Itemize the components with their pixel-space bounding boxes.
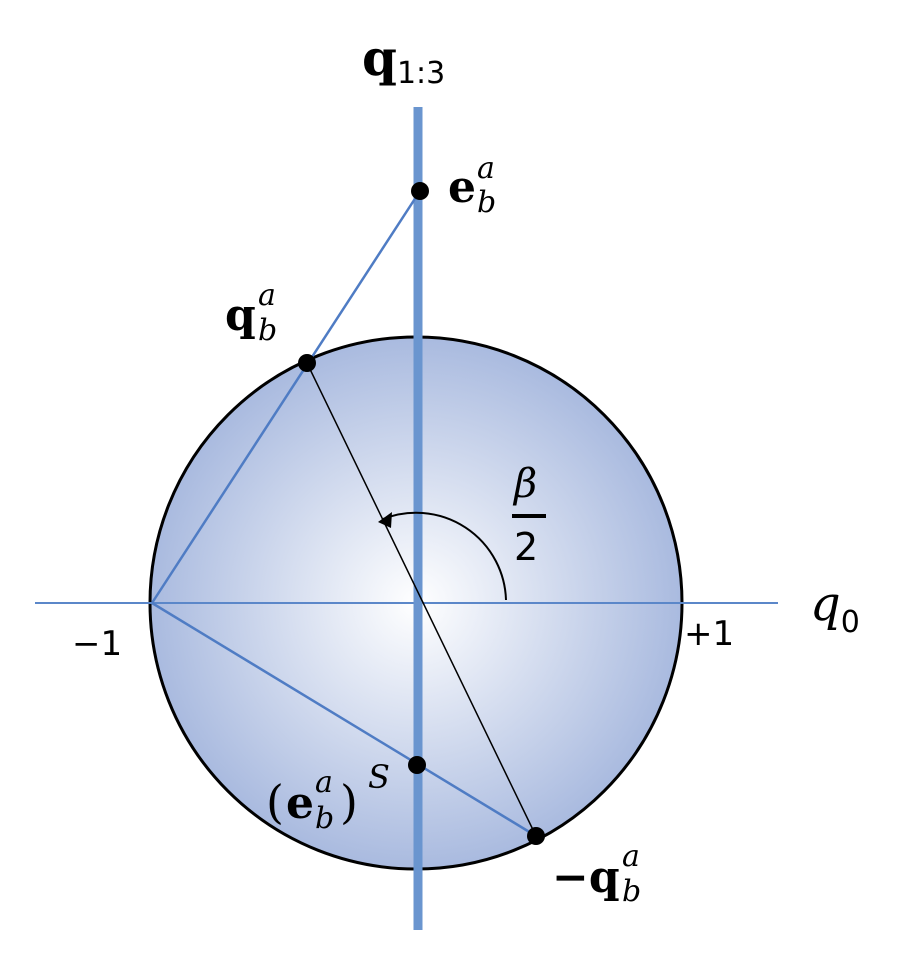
projection-line-upper — [150, 190, 422, 604]
neg-q-label-sub: b — [622, 874, 641, 909]
q-point-label-sub: b — [258, 313, 277, 348]
es-label-sub: b — [315, 801, 334, 836]
vertical-axis-label: q1:3 — [362, 28, 445, 91]
neg-q-label-main: −q — [552, 852, 620, 903]
e-point-dot — [411, 182, 429, 200]
e-point-label-sub: b — [477, 185, 496, 220]
e-point-label-sup: a — [477, 151, 495, 186]
plus-one-label: +1 — [684, 614, 734, 654]
horizontal-axis-label: q0 — [810, 576, 860, 640]
neg-q-label-sup: a — [622, 839, 640, 874]
es-label-outer-sup: S — [368, 758, 390, 796]
minus-one-label: −1 — [72, 624, 122, 664]
es-label-sup: a — [315, 765, 333, 800]
angle-denominator: 2 — [514, 525, 538, 569]
neg-q-point-dot — [527, 827, 545, 845]
es-label-close: ) — [340, 775, 358, 829]
es-label-open: ( — [266, 775, 284, 829]
angle-arc — [382, 511, 507, 601]
es-label-main: e — [286, 778, 314, 829]
diameter-line — [306, 362, 537, 837]
q-point-dot — [298, 354, 316, 372]
q-point-label-main: q — [225, 290, 256, 341]
angle-numerator: β — [512, 461, 537, 507]
es-point-dot — [408, 756, 426, 774]
e-point-label-main: e — [448, 162, 476, 213]
q-point-label-sup: a — [258, 278, 276, 313]
projection-line-lower — [151, 601, 537, 838]
angle-arrowhead — [378, 512, 392, 528]
